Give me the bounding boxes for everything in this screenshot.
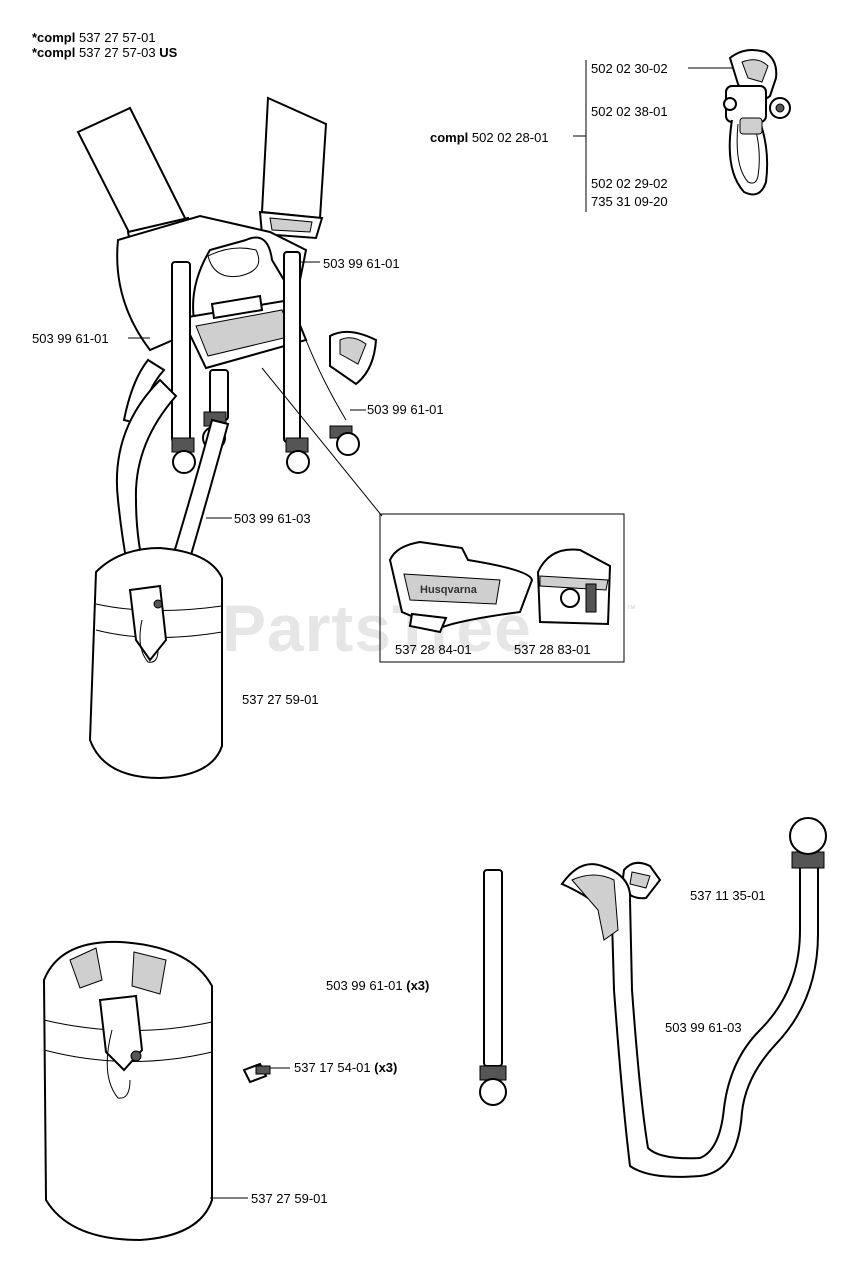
kit-number-2: *compl 537 27 57-03 US [32, 45, 178, 60]
strap-x3-label: 503 99 61-01 (x3) [326, 978, 430, 993]
clip-part-1: 502 02 30-02 [591, 61, 668, 76]
clip-part-3: 502 02 29-02 [591, 176, 668, 191]
lower-hip-pad-drawing [42, 940, 248, 1242]
watermark-trademark: ™ [626, 604, 636, 615]
screw-drawing [242, 1062, 290, 1084]
detail-box-drawing [379, 513, 625, 663]
detail-left-part-label: 537 28 84-01 [395, 642, 472, 657]
hip-pad-lower-label: 537 27 59-01 [251, 1191, 328, 1206]
hip-pad-label: 537 27 59-01 [242, 692, 319, 707]
strap-left-label: 503 99 61-01 [32, 331, 109, 346]
clip-part-4: 735 31 09-20 [591, 194, 668, 209]
long-strap-label: 503 99 61-03 [665, 1020, 742, 1035]
harness-drawing [76, 96, 383, 780]
strap-lower-right-label: 503 99 61-01 [367, 402, 444, 417]
clip-assembly-drawing [573, 49, 791, 212]
clip-assembly-label: compl 502 02 28-01 [430, 130, 549, 145]
detail-right-part-label: 537 28 83-01 [514, 642, 591, 657]
long-strap-drawing [560, 817, 827, 1178]
kit-number-1: *compl 537 27 57-01 [32, 30, 156, 45]
buckle-label: 537 11 35-01 [690, 888, 766, 903]
clip-part-2: 502 02 38-01 [591, 104, 668, 119]
screw-label: 537 17 54-01 (x3) [294, 1060, 398, 1075]
strap-long-label: 503 99 61-03 [234, 511, 311, 526]
strap-right-label: 503 99 61-01 [323, 256, 400, 271]
single-strap-drawing [479, 869, 507, 1106]
brand-text: Husqvarna [420, 584, 477, 596]
